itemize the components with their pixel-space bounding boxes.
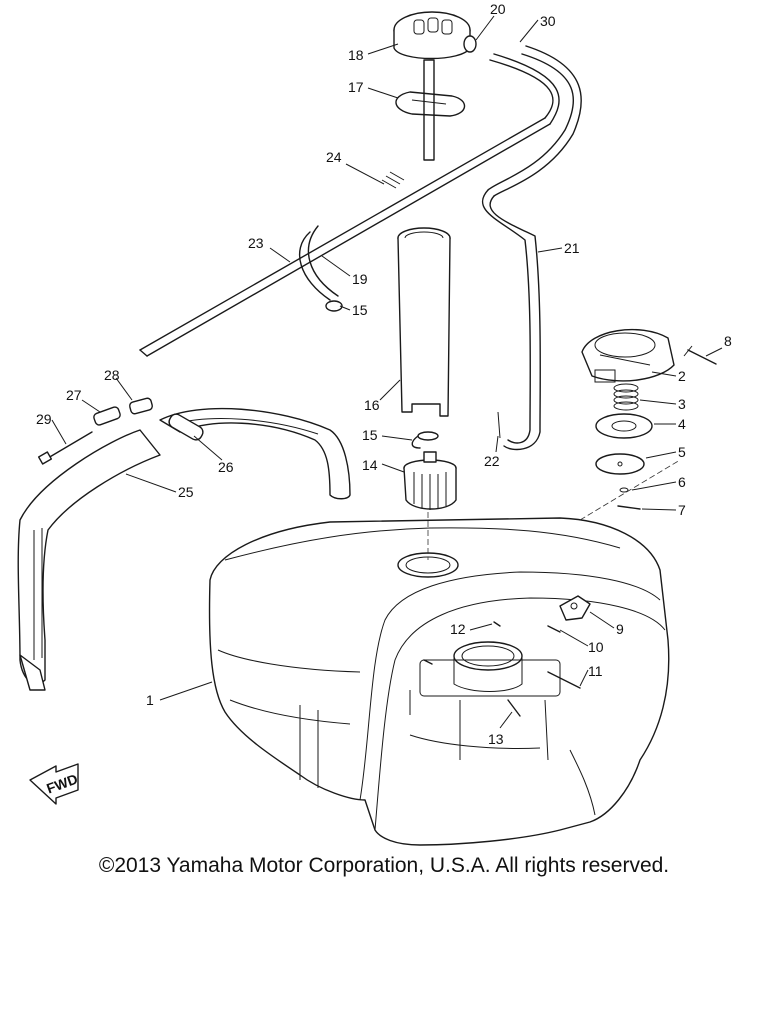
part-label-29: 29	[36, 411, 52, 427]
part-label-9: 9	[616, 621, 624, 637]
fuel-tank	[208, 517, 670, 846]
part-label-24: 24	[326, 149, 342, 165]
part-label-20: 20	[490, 1, 506, 17]
fuel-filter	[403, 451, 457, 510]
part-label-30: 30	[540, 13, 556, 29]
part-label-13: 13	[488, 731, 504, 747]
part-label-16: 16	[364, 397, 380, 413]
part-label-18: 18	[348, 47, 364, 63]
part-label-22: 22	[484, 453, 500, 469]
fuel-hoses	[139, 35, 582, 451]
part-label-5: 5	[678, 444, 686, 460]
forward-arrow: FWD	[29, 763, 80, 805]
fuel-gauge	[393, 11, 471, 161]
part-label-12: 12	[450, 621, 466, 637]
filler-cap-assembly	[579, 328, 717, 521]
part-label-8: 8	[724, 333, 732, 349]
part-label-7: 7	[678, 502, 686, 518]
part-label-11: 11	[588, 663, 603, 679]
part-label-19: 19	[352, 271, 368, 287]
part-label-2: 2	[678, 368, 686, 384]
part-label-4: 4	[678, 416, 686, 432]
part-label-15b: 15	[362, 427, 378, 443]
part-label-26: 26	[218, 459, 234, 475]
leader-lines	[51, 15, 723, 729]
part-label-21: 21	[564, 240, 580, 256]
part-label-14: 14	[362, 457, 378, 473]
part-label-28: 28	[104, 367, 120, 383]
part-label-1: 1	[146, 692, 154, 708]
part-label-25: 25	[178, 484, 194, 500]
sender-fittings	[423, 595, 591, 717]
part-label-10: 10	[588, 639, 604, 655]
filler-strainer	[397, 227, 457, 560]
part-label-17: 17	[348, 79, 364, 95]
part-label-27: 27	[66, 387, 82, 403]
part-label-15a: 15	[352, 302, 368, 318]
part-label-23: 23	[248, 235, 264, 251]
tank-bands	[17, 397, 351, 691]
cap-spring	[613, 383, 639, 411]
part-label-6: 6	[678, 474, 686, 490]
copyright-notice: ©2013 Yamaha Motor Corporation, U.S.A. A…	[98, 854, 670, 877]
part-labels: 1 2 3 4 5 6 7 8 9 10 11 12 13 14 15 15 1…	[36, 1, 732, 747]
part-label-3: 3	[678, 396, 686, 412]
